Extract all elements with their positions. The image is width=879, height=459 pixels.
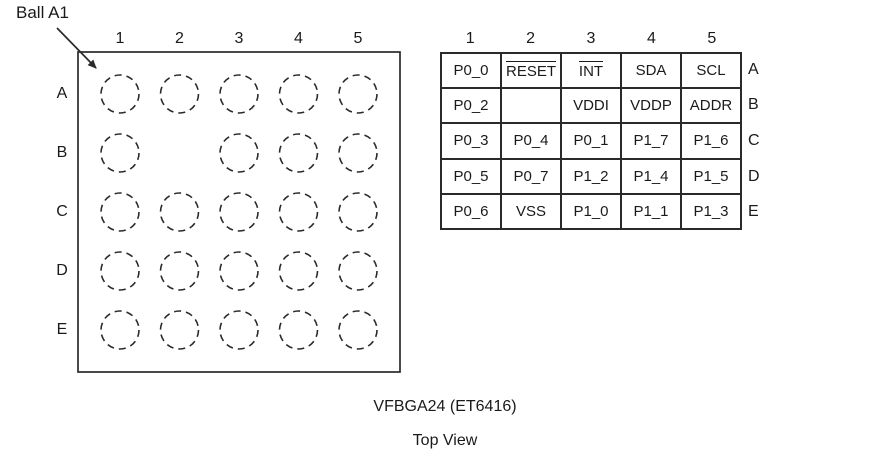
- ball: [100, 74, 140, 114]
- pin-cell: P1_6: [680, 122, 742, 160]
- ball: [278, 310, 319, 350]
- pin-cell: VSS: [500, 192, 562, 230]
- ball: [219, 251, 259, 291]
- pin-cell: SDA: [620, 51, 682, 90]
- ball: [338, 192, 378, 232]
- ball-a1-label: Ball A1: [16, 3, 69, 22]
- grid-column-label: 5: [353, 30, 363, 47]
- pin-cell: VDDI: [560, 87, 622, 125]
- package-outline: [77, 51, 401, 373]
- table-column-label: 3: [586, 30, 596, 47]
- pin-cell: P0_6: [440, 192, 502, 230]
- ball: [100, 310, 140, 350]
- table-column-label: 1: [465, 30, 475, 47]
- ball: [219, 192, 259, 232]
- grid-column-label: 3: [234, 30, 244, 47]
- ball: [278, 251, 319, 291]
- ball: [159, 251, 200, 291]
- ball: [219, 74, 259, 114]
- grid-row-label: A: [56, 85, 68, 102]
- table-row-label: D: [748, 167, 760, 185]
- table-row-label: B: [748, 96, 759, 114]
- ball: [159, 192, 200, 232]
- caption-view: Top View: [412, 432, 478, 449]
- caption-package-name: VFBGA24 (ET6416): [373, 398, 517, 415]
- pin-cell: P1_2: [560, 157, 622, 195]
- table-column-label: 4: [646, 30, 656, 47]
- active-low-signal: INT: [578, 61, 604, 81]
- pin-cell: P1_7: [620, 122, 682, 160]
- ball: [219, 310, 259, 350]
- pin-cell: INT: [560, 51, 622, 90]
- grid-column-label: 1: [115, 30, 125, 47]
- ball: [219, 133, 259, 173]
- table-column-label: 2: [526, 30, 536, 47]
- grid-row-label: B: [56, 144, 68, 161]
- pin-cell: P0_2: [440, 87, 502, 125]
- pin-cell: SCL: [680, 51, 742, 90]
- pin-cell: ADDR: [680, 87, 742, 125]
- ball: [278, 133, 319, 173]
- ball: [338, 310, 378, 350]
- ball: [159, 310, 200, 350]
- active-low-signal: RESET: [505, 61, 556, 81]
- pin-cell: P1_1: [620, 192, 682, 230]
- ball: [278, 192, 319, 232]
- ball: [338, 133, 378, 173]
- ball: [100, 133, 140, 173]
- grid-row-label: C: [56, 203, 68, 220]
- pin-cell: P0_4: [500, 122, 562, 160]
- ball: [338, 251, 378, 291]
- ball: [100, 251, 140, 291]
- pin-cell: P1_4: [620, 157, 682, 195]
- ball-a1-arrow: [56, 27, 97, 69]
- table-column-label: 5: [707, 30, 717, 47]
- ball: [159, 74, 200, 114]
- grid-column-label: 2: [175, 30, 184, 47]
- pin-cell: [500, 87, 562, 125]
- ball: [278, 74, 319, 114]
- grid-row-label: D: [56, 262, 68, 279]
- pin-cell: P0_1: [560, 122, 622, 160]
- table-row-label: C: [748, 132, 760, 149]
- pin-cell: RESET: [500, 51, 562, 90]
- grid-column-label: 4: [294, 30, 303, 47]
- pin-cell: P0_3: [440, 122, 502, 160]
- ball: [100, 192, 140, 232]
- pin-cell: P1_3: [680, 192, 742, 230]
- pin-cell: VDDP: [620, 87, 682, 125]
- table-row-label: A: [748, 60, 759, 78]
- ball: [338, 74, 378, 114]
- pin-cell: P0_5: [440, 157, 502, 195]
- pin-cell: P0_0: [440, 51, 502, 90]
- pin-cell: P1_0: [560, 192, 622, 230]
- pin-cell: P0_7: [500, 157, 562, 195]
- grid-row-label: E: [56, 321, 68, 338]
- table-row-label: E: [748, 203, 759, 221]
- pin-cell: P1_5: [680, 157, 742, 195]
